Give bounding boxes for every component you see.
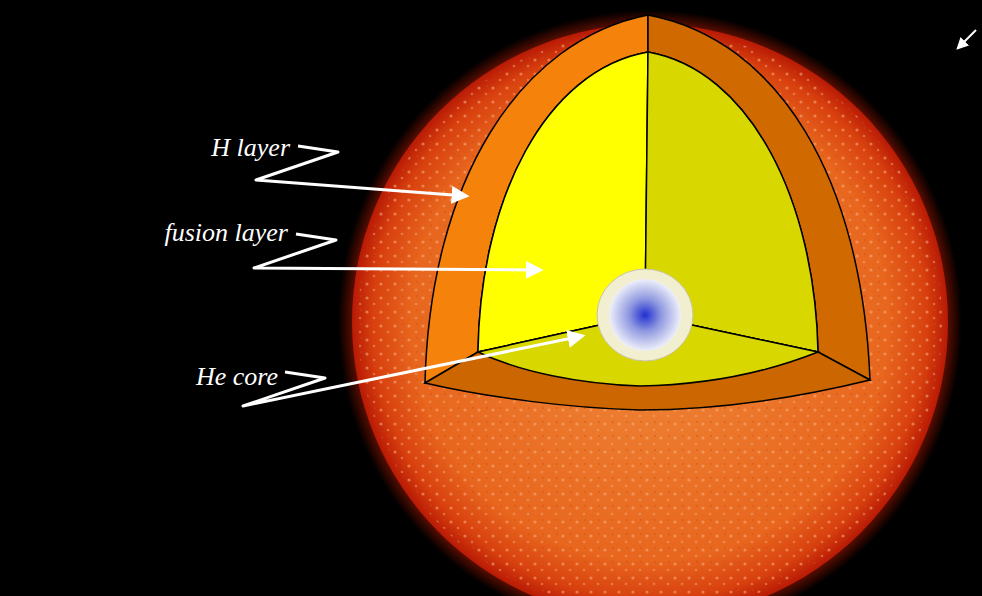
layer-label: H layer: [211, 135, 290, 161]
he-core: [609, 279, 681, 351]
leader-arrow: [254, 234, 540, 270]
leader-arrow: [243, 336, 582, 406]
pointer-arrow: [958, 30, 976, 48]
core-ring: [597, 269, 693, 361]
layer-label: He core: [196, 364, 278, 390]
layer-label: fusion layer: [165, 220, 289, 246]
sun-glow: [338, 10, 962, 596]
